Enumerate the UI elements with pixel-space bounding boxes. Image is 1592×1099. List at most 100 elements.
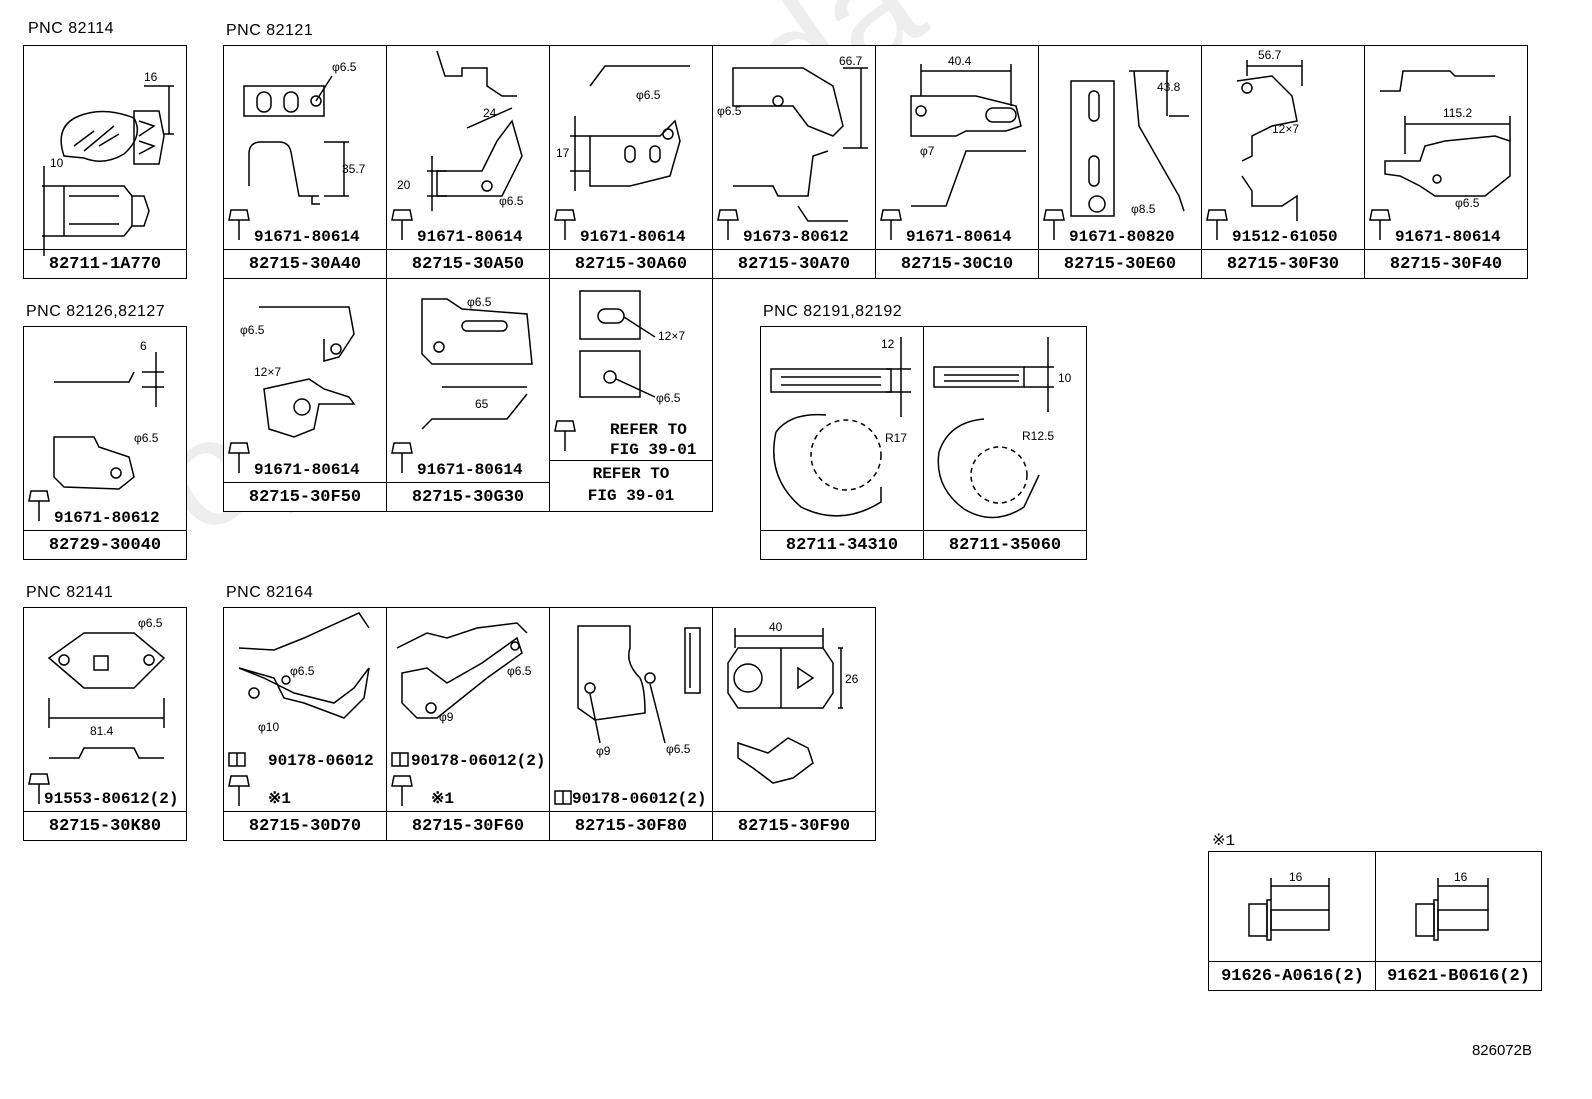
bracket-drawing: [259, 306, 356, 438]
dim-label: φ6.5: [467, 295, 492, 309]
dim-label: φ6.5: [134, 431, 159, 445]
dim-label: 10: [50, 156, 64, 170]
pnc-label-82126: PNC 82126,82127: [26, 303, 166, 320]
bolt-refer-line2: FIG 39-01: [610, 441, 697, 459]
bolt-number: 91671-80614: [417, 228, 523, 246]
bolt-icon: [1206, 209, 1228, 240]
dim-label: 40.4: [948, 54, 972, 68]
bolt-icon: [717, 209, 739, 240]
pnc-label-82114: PNC 82114: [28, 20, 115, 37]
dim-label: 35.7: [342, 162, 366, 176]
pnc-label-82121: PNC 82121: [226, 22, 314, 39]
part-cell-82711-35060[interactable]: 10 R12.5 82711-35060: [923, 326, 1087, 560]
part-number: 82729-30040: [24, 530, 186, 559]
diagram-code: 826072B: [1471, 1042, 1532, 1059]
part-number: 82711-1A770: [24, 249, 186, 278]
part-cell-82715-30A40[interactable]: φ6.5 35.7 91671-80614 82715-30A40: [223, 45, 387, 279]
dim-label: 12×7: [1272, 122, 1300, 136]
dim-label: 26: [845, 672, 859, 686]
bolt-icon: [391, 442, 413, 473]
bracket-drawing: [238, 612, 370, 719]
part-number: 82711-34310: [761, 530, 923, 559]
dim-label: 10: [1058, 371, 1072, 385]
bolt-icon: [880, 209, 902, 240]
part-cell-82715-30G30[interactable]: φ6.5 65 91671-80614 82715-30G30: [386, 278, 550, 512]
part-cell-82711-34310[interactable]: 12 R17 82711-34310: [760, 326, 924, 560]
refer-line1: REFER TO: [592, 465, 670, 483]
part-cell-82715-30E60[interactable]: 43.8 φ8.5 91671-80820 82715-30E60: [1038, 45, 1202, 279]
bolt-icon: [1043, 209, 1065, 240]
dim-label: 56.7: [1258, 48, 1282, 62]
bolt-number: 91553-80612(2): [44, 790, 179, 808]
pnc-label-82191: PNC 82191,82192: [763, 303, 903, 320]
part-cell-82715-30F50[interactable]: φ6.5 12×7 91671-80614 82715-30F50: [223, 278, 387, 512]
part-cell-82715-30K80[interactable]: φ6.5 81.4 91553-80612(2) 82715-30K80: [23, 607, 187, 841]
part-number: 91621-B0616(2): [1376, 961, 1541, 990]
part-number: 82715-30E60: [1039, 249, 1201, 278]
refer-line2: FIG 39-01: [587, 487, 675, 505]
dim-label: φ6.5: [240, 323, 265, 337]
dim-label: 65: [475, 397, 489, 411]
part-cell-82715-30F30[interactable]: 56.7 12×7 91512-61050 82715-30F30: [1201, 45, 1365, 279]
bracket-drawing: [1070, 70, 1189, 217]
part-number: 82715-30K80: [24, 811, 186, 840]
dim-label: 6: [140, 339, 147, 353]
refer-note: REFER TO FIG 39-01: [550, 460, 712, 511]
part-number: 82715-30F40: [1365, 249, 1527, 278]
dim-label: 20: [397, 178, 411, 192]
nut-number: 90178-06012: [268, 752, 374, 770]
bolt-icon: [391, 209, 413, 240]
bracket-drawing: [53, 352, 164, 490]
dim-label: φ6.5: [1455, 196, 1480, 210]
dim-label: φ6.5: [499, 194, 524, 208]
part-number: 82715-30F90: [713, 811, 875, 840]
dim-label: φ9: [596, 744, 611, 758]
part-cell-refer-fig-39-01[interactable]: 12×7 φ6.5 REFER TO FIG 39-01 REFER TO FI…: [549, 278, 713, 512]
dim-label: 16: [1289, 870, 1303, 884]
bolt-number: 91673-80612: [743, 228, 849, 246]
note-mark-label: ※1: [1212, 832, 1236, 850]
part-cell-82711-1A770[interactable]: 16 10 82711-1A770: [23, 45, 187, 279]
bolt-number: 91671-80612: [54, 509, 160, 527]
part-cell-82715-30F90[interactable]: 40 26 82715-30F90: [712, 607, 876, 841]
part-number: 82715-30C10: [876, 249, 1038, 278]
part-cell-82715-30A60[interactable]: φ6.5 17 91671-80614 82715-30A60: [549, 45, 713, 279]
dim-label: 12×7: [658, 329, 686, 343]
part-number: 82715-30F30: [1202, 249, 1364, 278]
part-number: 82715-30A70: [713, 249, 875, 278]
part-number: 82715-30A60: [550, 249, 712, 278]
part-cell-82715-30F60[interactable]: φ6.5 φ9 90178-06012(2) ※1 82715-30F60: [386, 607, 550, 841]
dim-label: 43.8: [1157, 80, 1181, 94]
part-number: 82715-30G30: [387, 482, 549, 511]
part-cell-82715-30A50[interactable]: 24 20 φ6.5 91671-80614 82715-30A50: [386, 45, 550, 279]
part-cell-82729-30040[interactable]: 6 φ6.5 91671-80612 82729-30040: [23, 326, 187, 560]
dim-label: R12.5: [1022, 429, 1055, 443]
bracket-drawing: [427, 50, 523, 211]
clip-drawing: [42, 85, 174, 256]
part-cell-82715-30F80[interactable]: φ9 φ6.5 90178-06012(2) 82715-30F80: [549, 607, 713, 841]
dim-label: φ8.5: [1131, 202, 1156, 216]
bolt-icon: [28, 490, 50, 521]
dim-label: φ6.5: [666, 742, 691, 756]
dim-label: 115.2: [1443, 106, 1473, 120]
dim-label: φ6.5: [656, 391, 681, 405]
bracket-drawing: [579, 290, 656, 398]
part-cell-82715-30A70[interactable]: 66.7 φ6.5 91673-80612 82715-30A70: [712, 45, 876, 279]
bracket-drawing: [1380, 70, 1511, 197]
part-cell-82715-30C10[interactable]: 40.4 φ7 91671-80614 82715-30C10: [875, 45, 1039, 279]
dim-label: 81.4: [90, 724, 114, 738]
bolt-note: ※1: [268, 790, 292, 808]
bracket-drawing: [570, 65, 690, 191]
dim-label: 40: [769, 620, 783, 634]
bracket-drawing: [727, 628, 843, 784]
part-cell-82715-30F40[interactable]: 115.2 φ6.5 91671-80614 82715-30F40: [1364, 45, 1528, 279]
bracket-drawing: [732, 67, 868, 222]
dim-label: 16: [144, 70, 158, 84]
bolt-number: 91671-80614: [1395, 228, 1501, 246]
bracket-drawing: [47, 632, 166, 759]
part-cell-91621-B0616[interactable]: 16 91621-B0616(2): [1375, 851, 1542, 991]
part-cell-91626-A0616[interactable]: 16 91626-A0616(2): [1208, 851, 1377, 991]
part-cell-82715-30D70[interactable]: φ6.5 φ10 90178-06012 ※1 82715-30D70: [223, 607, 387, 841]
bolt-refer-line1: REFER TO: [610, 421, 687, 439]
pnc-label-82141: PNC 82141: [26, 584, 114, 601]
